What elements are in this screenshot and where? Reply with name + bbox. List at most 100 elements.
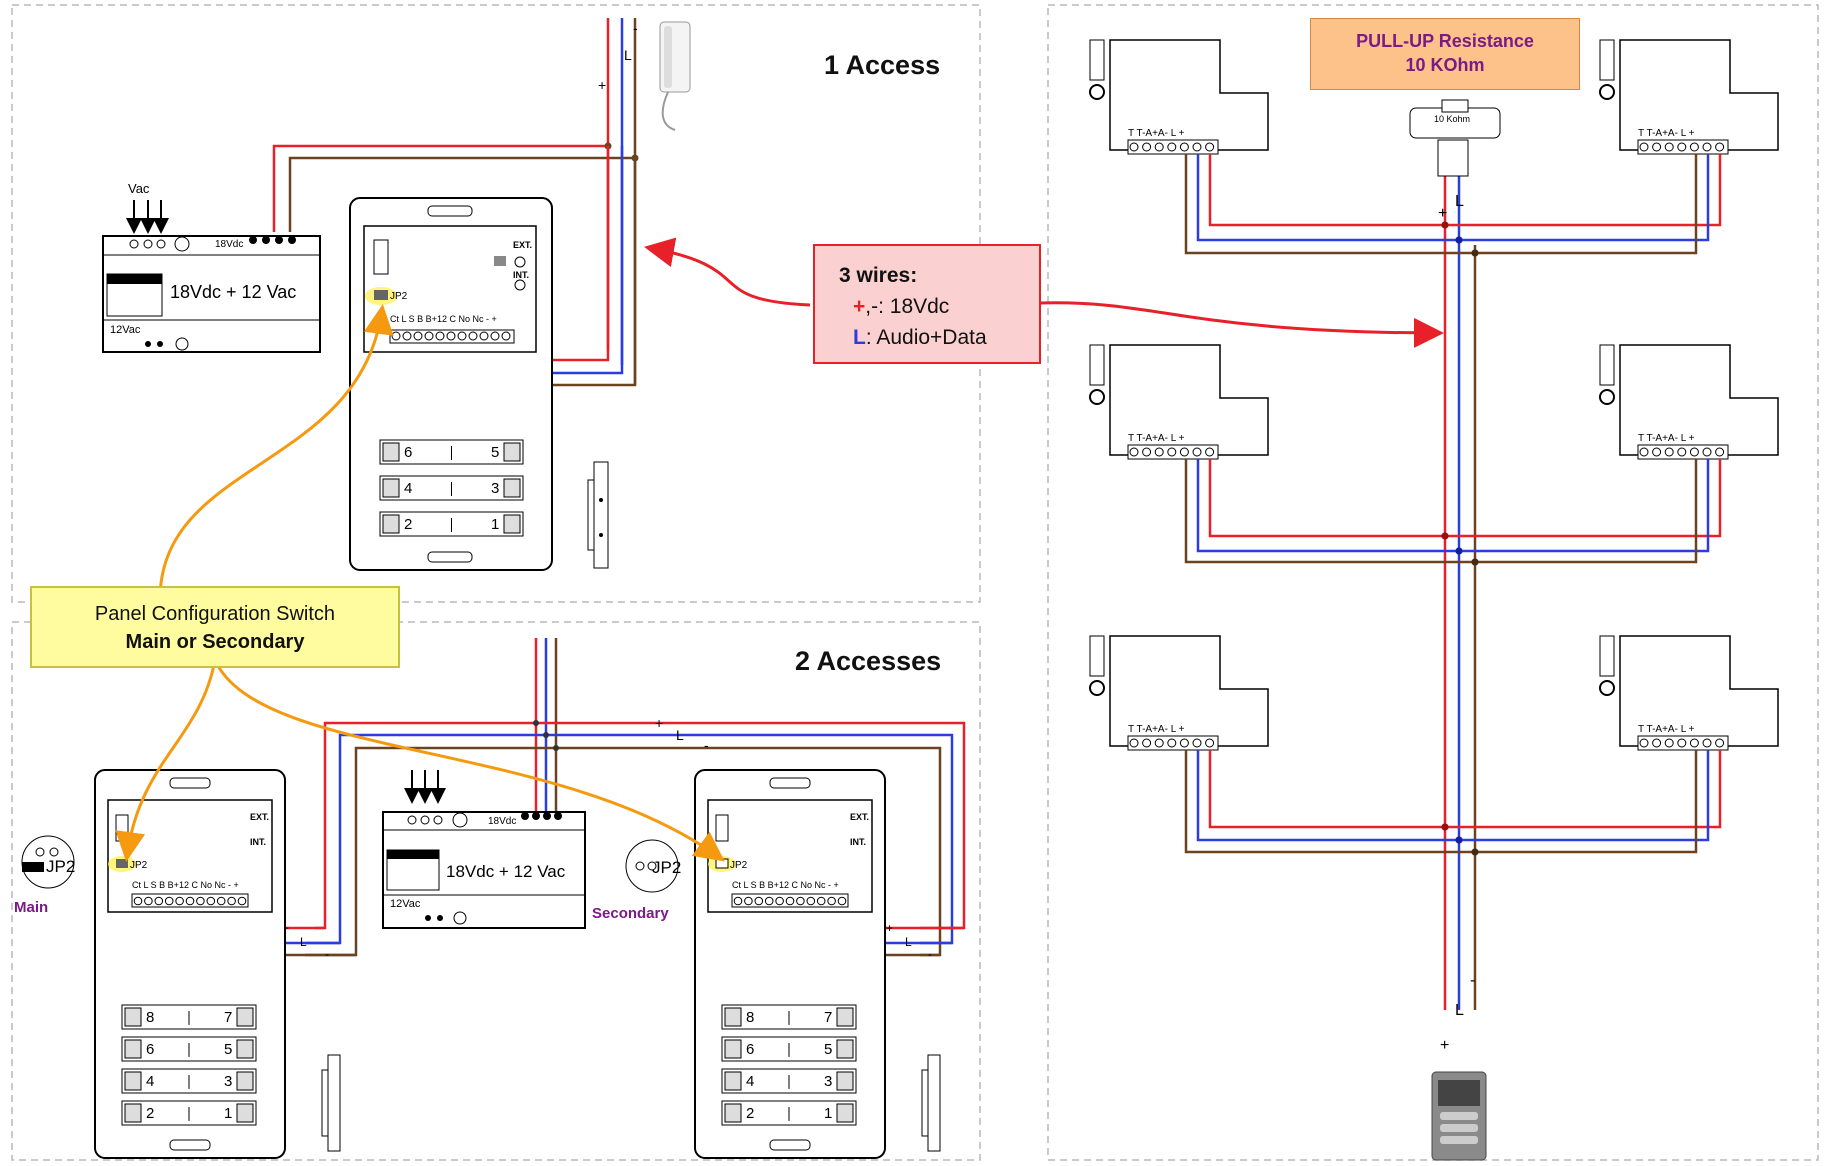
button-number: 4 xyxy=(404,480,412,497)
svg-text:+: + xyxy=(886,921,893,935)
button-number: 3 xyxy=(224,1073,232,1090)
wires-callout: 3 wires: +,-: 18Vdc L: Audio+Data xyxy=(813,244,1041,364)
button-number: 1 xyxy=(224,1105,232,1122)
pullup-callout: PULL-UP Resistance 10 KOhm xyxy=(1310,18,1580,90)
wire-label-minus: - xyxy=(633,20,638,36)
button-number: 1 xyxy=(824,1105,832,1122)
door-lock-1-icon xyxy=(587,461,609,569)
indoor-monitor: T T-A+A- L + xyxy=(1089,344,1479,566)
monitor-terminals: T T-A+A- L + xyxy=(1638,724,1695,735)
panel-terminals-1: Ct L S B B+12 C No Nc - + xyxy=(390,314,497,324)
door-lock-2a-icon xyxy=(321,1054,341,1152)
door-panel-main: JP2 EXT. INT. Ct L S B B+12 C No Nc - + … xyxy=(94,769,286,1159)
jp2-main-icon: JP2 xyxy=(21,835,75,889)
button-number: 4 xyxy=(746,1073,754,1090)
button-number: 6 xyxy=(746,1041,754,1058)
svg-text:JP2: JP2 xyxy=(730,860,748,871)
button-number: 3 xyxy=(824,1073,832,1090)
title-two-accesses: 2 Accesses xyxy=(795,646,942,676)
pullup-line2: 10 KOhm xyxy=(1405,55,1485,75)
jp2-label-1: JP2 xyxy=(390,291,408,302)
power-supply-1: Vac 18Vdc 18Vdc + 12 Vac 12Vac xyxy=(102,181,321,353)
indoor-monitor: T T-A+A- L + xyxy=(1089,39,1479,257)
button-number: 7 xyxy=(224,1009,232,1026)
svg-text:INT.: INT. xyxy=(850,837,866,847)
wire-label-plus: + xyxy=(598,77,606,93)
svg-text:EXT.: EXT. xyxy=(513,240,532,250)
svg-text:12Vac: 12Vac xyxy=(390,898,421,910)
door-panel-1: JP2 EXT. INT. Ct L S B B+12 C No Nc - + … xyxy=(349,197,553,571)
svg-text:18Vdc + 12 Vac: 18Vdc + 12 Vac xyxy=(446,862,566,881)
svg-text:+: + xyxy=(1440,1037,1449,1054)
svg-text:Ct L S B B+12 C No Nc - +: Ct L S B B+12 C No Nc - + xyxy=(132,880,239,890)
button-number: 8 xyxy=(146,1009,154,1026)
svg-text:EXT.: EXT. xyxy=(850,812,869,822)
wires-line2: : Audio+Data xyxy=(865,326,987,349)
panel-switch-line2: Main or Secondary xyxy=(125,631,305,653)
power-supply-2: 18Vdc 18Vdc + 12 Vac 12Vac xyxy=(382,770,586,929)
outdoor-panel-icon xyxy=(1431,1071,1487,1161)
button-number: 2 xyxy=(146,1105,154,1122)
indoor-monitor: T T-A+A- L + xyxy=(1441,39,1779,257)
vdc18-label: 18Vdc xyxy=(215,239,243,250)
svg-text:L: L xyxy=(300,935,307,949)
svg-text:L: L xyxy=(1455,193,1464,210)
panel-switch-line1: Panel Configuration Switch xyxy=(94,603,336,625)
resistor-label: 10 Kohm xyxy=(1434,114,1470,124)
button-number: 2 xyxy=(404,516,412,533)
svg-text:INT.: INT. xyxy=(513,270,529,280)
vac-label: Vac xyxy=(128,181,150,196)
psu-label-1: 18Vdc + 12 Vac xyxy=(170,282,296,302)
wires-L-symbol: L xyxy=(853,326,866,349)
svg-text:JP2: JP2 xyxy=(46,857,75,876)
button-number: 3 xyxy=(491,480,499,497)
button-number: 1 xyxy=(491,516,499,533)
svg-text:L: L xyxy=(905,935,912,949)
svg-text:L: L xyxy=(676,727,684,743)
door-panel-secondary: JP2 EXT. INT. Ct L S B B+12 C No Nc - + … xyxy=(694,769,886,1159)
wires-heading: 3 wires: xyxy=(839,264,918,287)
button-number: 5 xyxy=(824,1041,832,1058)
jp2-secondary-icon: JP2 xyxy=(625,839,681,893)
button-number: 7 xyxy=(824,1009,832,1026)
secondary-label: Secondary xyxy=(592,905,669,922)
svg-text:+: + xyxy=(655,715,663,731)
svg-text:INT.: INT. xyxy=(250,837,266,847)
monitor-terminals: T T-A+A- L + xyxy=(1128,724,1185,735)
svg-text:18Vdc: 18Vdc xyxy=(488,816,516,827)
svg-text:+: + xyxy=(1438,205,1447,222)
wires-plus-symbol: + xyxy=(853,295,866,318)
button-number: 6 xyxy=(146,1041,154,1058)
vac12-label-1: 12Vac xyxy=(110,324,141,336)
svg-text:-: - xyxy=(325,947,329,961)
button-number: 4 xyxy=(146,1073,154,1090)
monitors: T T-A+A- L +T T-A+A- L +T T-A+A- L +T T-… xyxy=(1089,39,1779,856)
button-number: 2 xyxy=(746,1105,754,1122)
door-lock-2b-icon xyxy=(921,1054,941,1152)
panel-switch-callout: Panel Configuration Switch Main or Secon… xyxy=(30,586,400,668)
button-number: 5 xyxy=(224,1041,232,1058)
frame-two-accesses xyxy=(11,621,981,1161)
button-number: 5 xyxy=(491,444,499,461)
frame-building xyxy=(1047,4,1819,1161)
indoor-monitor: T T-A+A- L + xyxy=(1441,344,1779,566)
svg-text:-: - xyxy=(704,737,709,753)
button-number: 6 xyxy=(404,444,412,461)
svg-text:-: - xyxy=(1470,972,1475,989)
monitor-terminals: T T-A+A- L + xyxy=(1638,128,1695,139)
pullup-line1: PULL-UP Resistance xyxy=(1356,31,1534,51)
handset-phone-icon xyxy=(659,21,691,131)
monitor-terminals: T T-A+A- L + xyxy=(1128,128,1185,139)
svg-text:JP2: JP2 xyxy=(130,860,148,871)
